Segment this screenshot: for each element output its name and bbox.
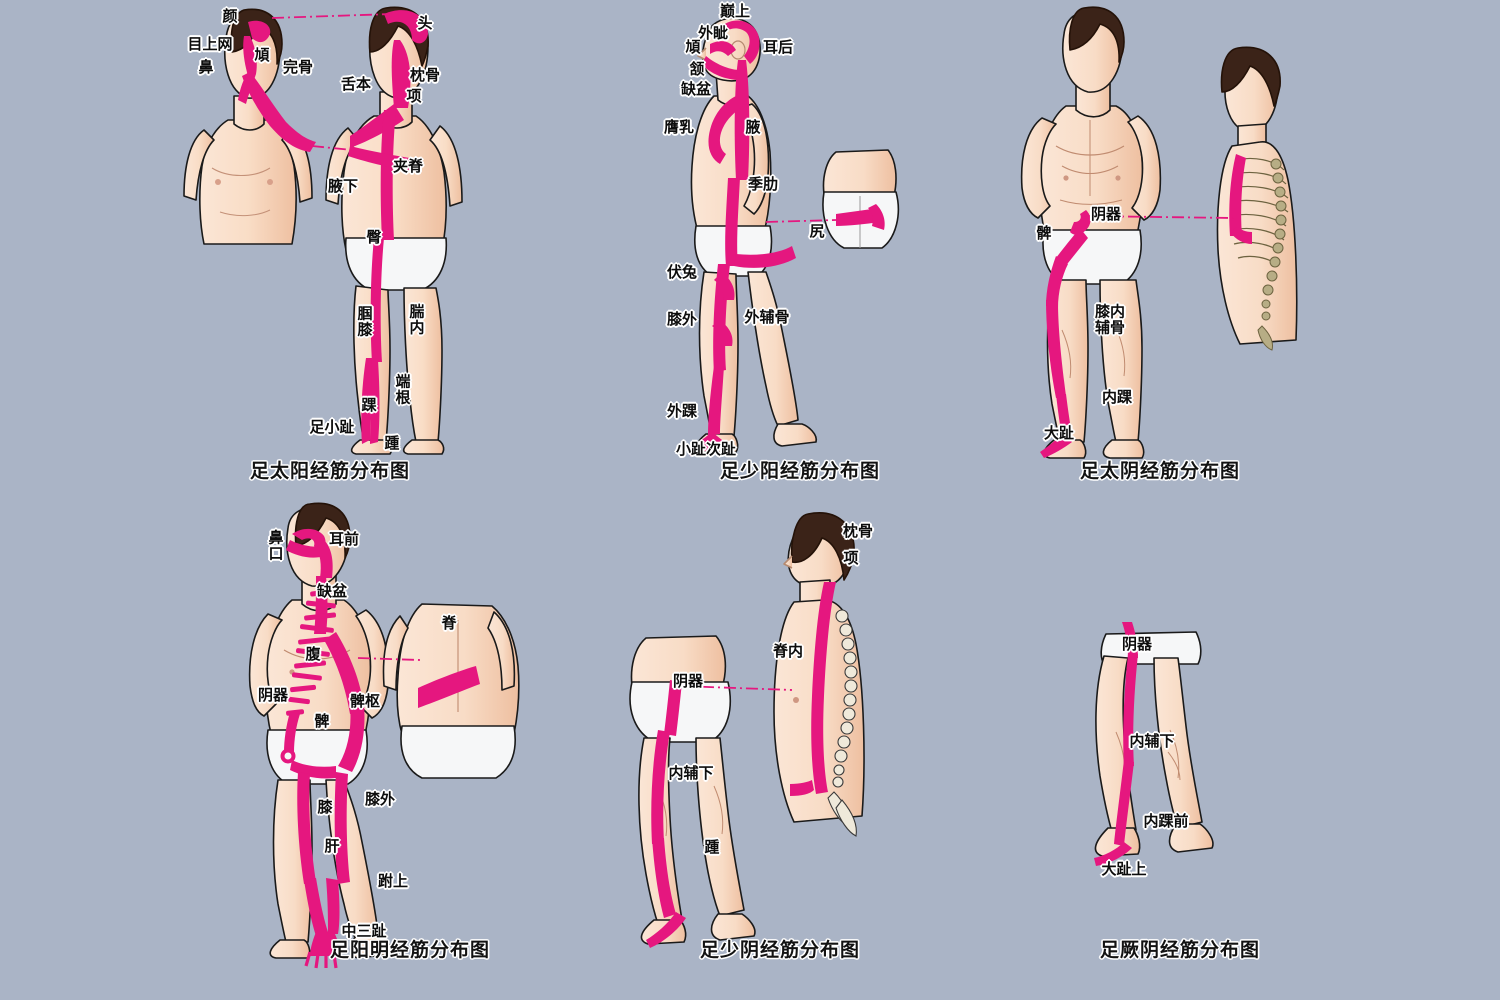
caption-foot-shaoyin: 足少阴经筋分布图 [699, 939, 860, 961]
caption-foot-jueyin: 足厥阴经筋分布图 [1099, 939, 1260, 961]
figure-foot-taiyang: 颜 目上网 鼻 頄 完骨 头 舌本 枕骨 项 夹脊 腋下 臀 腘 膝 腨 内 端… [160, 0, 500, 490]
panel-foot-shaoyin: 枕骨 项 脊内 阴器 内辅下 踵 足少阴经筋分布图 [610, 500, 950, 1000]
illustration-foot-yangming [248, 502, 520, 969]
panel-foot-yangming: 鼻 口 耳前 缺盆 脊 腹 阴器 髀枢 髀 膝 膝外 肝 跗上 中三趾 足阳明经… [240, 500, 580, 1000]
figure-foot-shaoyang: 巅上 外眦 頄 耳后 颔 缺盆 膺乳 腋 季肋 尻 伏兔 膝外 外辅骨 外踝 小… [640, 0, 960, 490]
illustration-foot-jueyin [1094, 622, 1214, 866]
figure-foot-taiyin: 阴器 髀 膝内 辅骨 内踝 大趾 [1000, 0, 1320, 490]
panel-foot-jueyin: 阴器 内辅下 内踝前 大趾上 足厥阴经筋分布图 [1020, 600, 1340, 1000]
panel-foot-shaoyang: 巅上 外眦 頄 耳后 颔 缺盆 膺乳 腋 季肋 尻 伏兔 膝外 外辅骨 外踝 小… [640, 0, 960, 490]
illustration-foot-shaoyang [688, 17, 900, 456]
caption-foot-taiyin: 足太阴经筋分布图 [1079, 460, 1240, 482]
caption-foot-shaoyang: 足少阳经筋分布图 [719, 460, 880, 482]
panel-foot-taiyin: 阴器 髀 膝内 辅骨 内踝 大趾 足太阴经筋分布图 [1000, 0, 1320, 490]
illustration-foot-shaoyin [629, 512, 865, 948]
illustration-foot-taiyang [183, 6, 463, 455]
caption-foot-taiyang: 足太阳经筋分布图 [249, 460, 410, 482]
figure-foot-shaoyin: 枕骨 项 脊内 阴器 内辅下 踵 [610, 500, 950, 1000]
illustration-foot-taiyin [1020, 6, 1298, 459]
figure-foot-yangming: 鼻 口 耳前 缺盆 脊 腹 阴器 髀枢 髀 膝 膝外 肝 跗上 中三趾 [240, 500, 580, 1000]
panel-foot-taiyang: 颜 目上网 鼻 頄 完骨 头 舌本 枕骨 项 夹脊 腋下 臀 腘 膝 腨 内 端… [160, 0, 500, 490]
caption-foot-yangming: 足阳明经筋分布图 [329, 939, 490, 961]
